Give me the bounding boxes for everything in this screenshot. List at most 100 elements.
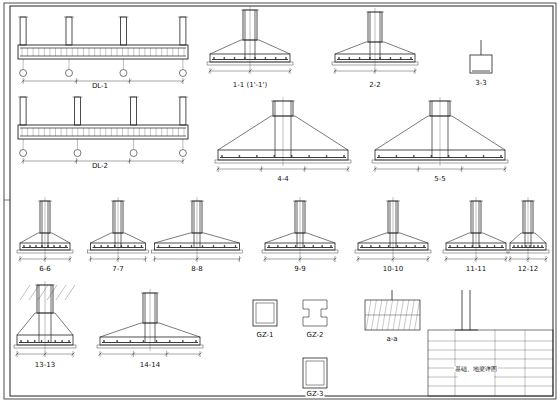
stroke	[45, 351, 46, 357]
stroke	[133, 128, 134, 136]
rebar-dot	[400, 57, 401, 58]
section-label: DL-2	[91, 163, 109, 170]
stroke	[265, 256, 266, 262]
rebar-dot	[533, 245, 534, 246]
stroke	[116, 128, 117, 136]
stroke	[156, 128, 157, 136]
stroke	[371, 300, 376, 330]
stroke	[172, 48, 173, 56]
rebar-dot	[34, 340, 35, 341]
stroke	[428, 341, 553, 342]
stroke	[20, 136, 186, 137]
rebar-dot	[275, 57, 276, 58]
stroke	[365, 300, 420, 330]
stroke	[462, 290, 463, 330]
rebar-dot	[55, 340, 56, 341]
stroke	[178, 17, 188, 18]
stroke	[72, 48, 73, 56]
stroke	[20, 17, 26, 45]
rebar-dot	[65, 245, 66, 246]
stroke	[77, 128, 78, 136]
stroke	[123, 59, 124, 69]
stroke	[100, 128, 101, 136]
stroke	[150, 48, 151, 56]
stroke	[47, 285, 57, 300]
stroke	[35, 285, 55, 286]
stroke	[77, 48, 78, 56]
stroke	[23, 78, 24, 84]
stroke	[75, 97, 81, 125]
stroke	[495, 330, 496, 396]
stroke	[200, 201, 201, 247]
rebar-dot	[464, 245, 465, 246]
stroke	[428, 101, 452, 102]
rebar-dot	[413, 155, 414, 156]
stroke	[386, 201, 400, 202]
stroke	[121, 201, 122, 247]
rebar-dot	[224, 57, 225, 58]
stroke	[118, 17, 128, 18]
stroke	[446, 256, 447, 262]
rebar-dot	[169, 340, 170, 341]
rebar-dot	[23, 245, 24, 246]
stroke	[22, 128, 23, 136]
rebar-dot	[29, 245, 30, 246]
section-label: 12-12	[517, 266, 539, 273]
stroke	[271, 101, 295, 102]
stroke	[393, 256, 394, 262]
stroke	[510, 256, 511, 262]
rebar-dot	[330, 245, 331, 246]
rebar-dot	[513, 245, 514, 246]
stroke	[461, 166, 462, 172]
stroke	[33, 128, 34, 136]
stroke	[393, 197, 394, 256]
stroke	[448, 101, 449, 157]
stroke	[105, 128, 106, 136]
stroke	[218, 166, 219, 172]
section-label: 4-4	[276, 176, 289, 183]
column-section	[303, 300, 327, 326]
stroke	[525, 201, 526, 247]
rebar-dot	[500, 155, 501, 156]
stroke	[18, 17, 28, 18]
stroke	[470, 290, 471, 330]
stroke	[61, 48, 62, 56]
stroke	[38, 48, 39, 56]
rebar-dot	[27, 340, 28, 341]
stroke	[370, 12, 371, 59]
rebar-dot	[349, 57, 350, 58]
stroke	[49, 128, 50, 136]
stroke	[304, 166, 305, 172]
stroke	[128, 48, 129, 56]
stroke	[172, 128, 173, 136]
section-label: 9-9	[293, 266, 306, 273]
section-label: 14-14	[139, 362, 161, 369]
stroke	[44, 128, 45, 136]
stroke	[178, 128, 179, 136]
rebar-dot	[457, 245, 458, 246]
stroke	[521, 201, 535, 202]
rebar-dot	[313, 245, 314, 246]
stroke	[100, 48, 101, 56]
stroke	[65, 285, 75, 300]
stroke	[180, 97, 186, 125]
rebar-dot	[379, 245, 380, 246]
rebar-dot	[487, 245, 488, 246]
stroke	[531, 201, 532, 247]
stroke	[476, 256, 477, 262]
stroke	[111, 128, 112, 136]
stroke	[388, 300, 393, 330]
stroke	[335, 256, 336, 262]
stroke	[144, 128, 145, 136]
stroke	[133, 48, 134, 56]
rebar-dot	[20, 340, 21, 341]
stroke	[20, 285, 30, 300]
stroke	[150, 289, 151, 351]
stroke	[178, 97, 188, 98]
rebar-dot	[309, 155, 310, 156]
stroke	[182, 59, 183, 69]
stroke	[66, 128, 67, 136]
stroke	[404, 300, 409, 330]
stroke	[129, 158, 130, 164]
section-label: GZ-1	[255, 332, 274, 339]
